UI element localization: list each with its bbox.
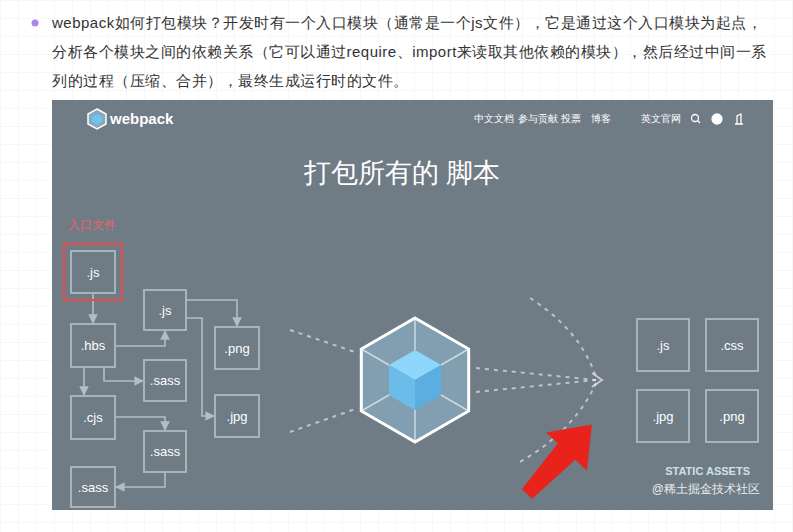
nav-item: 中文文档 (474, 113, 514, 125)
module-box: .sass (143, 359, 187, 402)
entry-module-box: .js (70, 250, 116, 294)
module-box: .cjs (70, 395, 116, 440)
module-box: .sass (143, 430, 187, 473)
body-paragraph: webpack如何打包模块？开发时有一个入口模块（通常是一个js文件），它是通过… (52, 8, 774, 95)
red-pointer-arrow (507, 405, 613, 513)
module-label: .png (719, 409, 744, 424)
module-box: .js (143, 289, 187, 331)
logo-text: webpack (110, 110, 173, 128)
dependency-arrow (187, 318, 214, 416)
flow-dotted-lines (290, 298, 596, 462)
watermark: @稀土掘金技术社区 (652, 482, 760, 497)
dependency-arrow (92, 294, 94, 323)
module-label: .jpg (227, 409, 248, 424)
dependency-arrow (104, 368, 143, 381)
webpack-cube (361, 318, 468, 442)
module-box: .jpg (214, 394, 260, 438)
module-label: .sass (150, 373, 180, 388)
logo-icon (88, 109, 106, 129)
module-label: .js (159, 303, 172, 318)
module-label: .sass (78, 480, 108, 495)
module-box: .png (705, 389, 759, 443)
list-bullet (32, 20, 39, 27)
dependency-arrow (116, 473, 165, 487)
module-box: .css (705, 318, 759, 372)
module-box: .sass (70, 466, 116, 508)
dependency-arrow (187, 300, 237, 326)
nav-item: 参与贡献 (518, 113, 558, 125)
dependency-arrow (83, 368, 85, 395)
dependency-arrow (116, 417, 165, 430)
nav-item: 投票 (561, 113, 581, 125)
module-label: .js (657, 338, 670, 353)
module-label: .hbs (81, 338, 106, 353)
module-label: .jpg (653, 409, 674, 424)
module-label: .js (87, 265, 100, 280)
nav-item: 博客 (591, 113, 611, 125)
nav-icons (692, 114, 744, 124)
module-box: .hbs (70, 323, 116, 368)
screenshot-panel (52, 100, 773, 510)
module-label: .png (224, 341, 249, 356)
module-box: .jpg (636, 389, 690, 443)
module-label: .css (720, 338, 743, 353)
assets-label: STATIC ASSETS (665, 464, 750, 478)
module-label: .cjs (83, 410, 103, 425)
page-title: 打包所有的 脚本 (200, 156, 604, 190)
nav-item: 英文官网 (641, 113, 681, 125)
entry-label: 入口文件 (68, 218, 116, 233)
module-box: .png (214, 326, 260, 370)
module-label: .sass (150, 444, 180, 459)
dependency-arrow (116, 331, 165, 346)
module-box: .js (636, 318, 690, 372)
flow-chevron (592, 373, 602, 387)
